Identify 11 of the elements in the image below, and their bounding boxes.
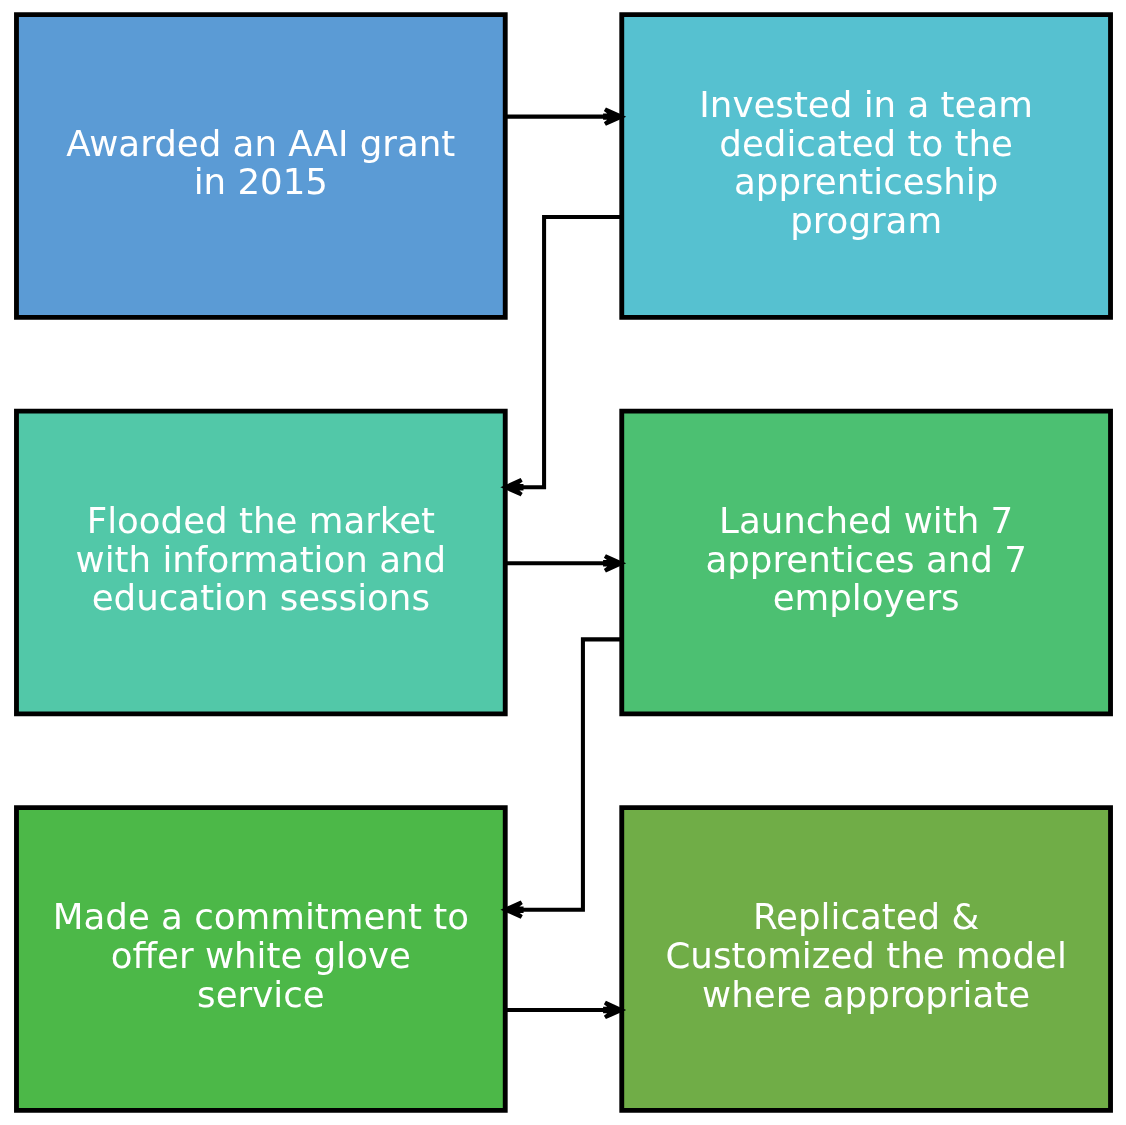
node-box: Replicated & Customized the model where appropriate — [618, 805, 1113, 1113]
node-box: Launched with 7 apprentices and 7 employers — [618, 408, 1113, 717]
arrow — [504, 107, 623, 126]
arrow — [502, 637, 622, 919]
arrow — [502, 214, 622, 497]
node-box: Made a commitment to offer white glove service — [13, 805, 508, 1113]
node-box: Invested in a team dedicated to the apprenticeship program — [618, 12, 1113, 320]
arrow — [504, 554, 623, 573]
arrow — [504, 1000, 623, 1020]
node-box: Awarded an AAI grant in 2015 — [13, 12, 508, 320]
node-box: Flooded the market with information and education sessions — [13, 408, 508, 717]
